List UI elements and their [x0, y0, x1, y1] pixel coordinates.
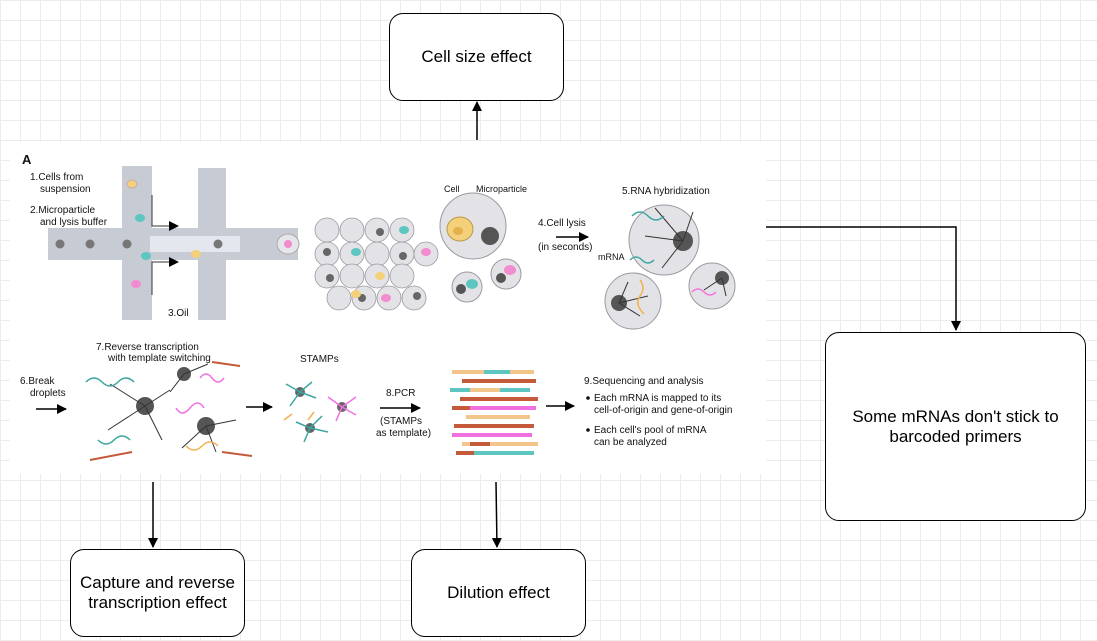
step2-label-line2: and lysis buffer: [40, 217, 108, 228]
connector-arrows: [148, 101, 961, 548]
bullet2-line1: Each cell's pool of mRNA: [594, 425, 707, 436]
step7-label-line2: with template switching: [107, 353, 211, 364]
step6-label-line1: 6.Break: [20, 376, 55, 387]
mrna-stick-text: Some mRNAs don't stick to barcoded prime…: [852, 406, 1059, 446]
stamps-illustration: [283, 381, 357, 443]
cell-size-effect-text: Cell size effect: [421, 47, 532, 66]
step1-label-line2: suspension: [40, 184, 91, 195]
step7-label-line1: 7.Reverse transcription: [96, 342, 199, 353]
capture-rt-effect-box[interactable]: Capture and reverse transcription effect: [70, 549, 245, 637]
step1-label-line1: 1.Cells from: [30, 172, 83, 183]
mrna-label: mRNA: [598, 252, 625, 262]
step8-label-line3: as template): [376, 428, 431, 439]
microfluidic-device: [48, 166, 300, 320]
droplet-cluster: [314, 217, 439, 311]
mrna-stick-box[interactable]: Some mRNAs don't stick to barcoded prime…: [825, 332, 1086, 521]
step8-label-line2: (STAMPs: [380, 416, 422, 427]
bullet1-line2: cell-of-origin and gene-of-origin: [594, 405, 732, 416]
microparticle-label: Microparticle: [476, 184, 527, 194]
step5-label: 5.RNA hybridization: [622, 186, 710, 197]
dilution-effect-text: Dilution effect: [447, 583, 550, 602]
dilution-effect-box[interactable]: Dilution effect: [411, 549, 586, 637]
bullet1-line1: Each mRNA is mapped to its: [594, 393, 721, 404]
step4-label-line1: 4.Cell lysis: [538, 218, 586, 229]
step9-label: 9.Sequencing and analysis: [584, 376, 704, 387]
arrow-to-mrna-stick: [766, 226, 961, 331]
step4-label-line2: (in seconds): [538, 242, 592, 253]
cell-size-effect-box[interactable]: Cell size effect: [389, 13, 564, 101]
bullet2-line2: can be analyzed: [594, 437, 667, 448]
step6-label-line2: droplets: [30, 388, 66, 399]
cell-label: Cell: [444, 184, 460, 194]
enlarged-droplets: [439, 192, 522, 303]
arrow-to-dilution: [491, 481, 502, 548]
capture-rt-effect-text: Capture and reverse transcription effect: [80, 573, 235, 612]
panel-letter: A: [22, 152, 32, 167]
step8-label-line1: 8.PCR: [386, 388, 415, 399]
reverse-transcription-illustration: [85, 361, 253, 461]
step3-label: 3.Oil: [168, 308, 189, 319]
sequencing-reads: [450, 370, 538, 455]
step2-label-line1: 2.Microparticle: [30, 205, 95, 216]
rna-hybridization-droplets: [604, 204, 736, 330]
stamps-label: STAMPs: [300, 354, 339, 365]
